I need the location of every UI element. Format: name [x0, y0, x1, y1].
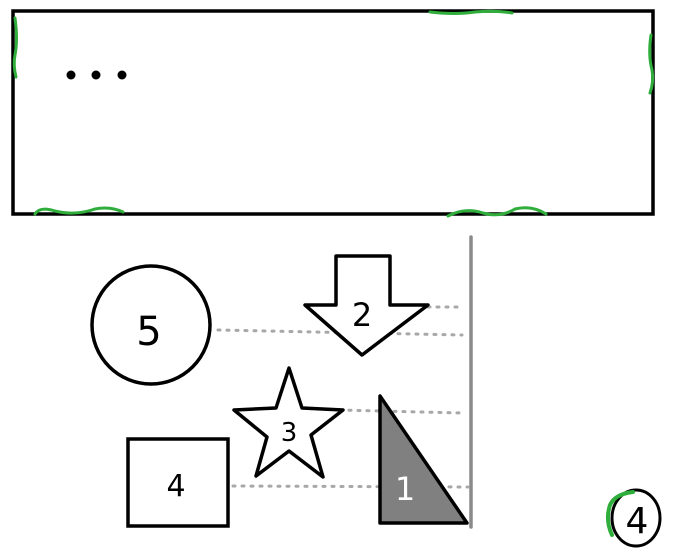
triangle-label: 1 — [395, 470, 415, 508]
resize-handle-top[interactable] — [428, 9, 514, 15]
ellipsis-icon — [66, 70, 127, 80]
star-label: 3 — [281, 418, 298, 448]
triangle-shape[interactable]: 1 — [378, 394, 469, 525]
resize-handles — [12, 9, 655, 218]
square-shape[interactable]: 4 — [126, 437, 230, 528]
top-panel-frame — [11, 9, 655, 216]
resize-handle-right[interactable] — [648, 33, 655, 95]
star-shape[interactable]: 3 — [232, 366, 345, 479]
corner-badge[interactable]: 4 — [605, 488, 662, 548]
circle-label: 5 — [136, 309, 161, 355]
top-panel: ... — [11, 9, 655, 218]
dotted-alignment-lines — [216, 305, 470, 489]
dotted-line-square — [231, 484, 470, 489]
down-arrow-shape[interactable]: 2 — [303, 254, 430, 357]
square-label: 4 — [166, 469, 185, 504]
corner-badge-label: 4 — [626, 501, 649, 542]
resize-handle-bottom-left[interactable] — [33, 206, 125, 216]
resize-handle-bottom-right[interactable] — [446, 206, 548, 218]
corner-badge-highlight — [605, 490, 635, 537]
circle-shape[interactable]: 5 — [90, 264, 212, 386]
dotted-line-star — [338, 408, 464, 415]
resize-handle-left[interactable] — [12, 16, 18, 79]
arrow-label: 2 — [352, 296, 372, 334]
